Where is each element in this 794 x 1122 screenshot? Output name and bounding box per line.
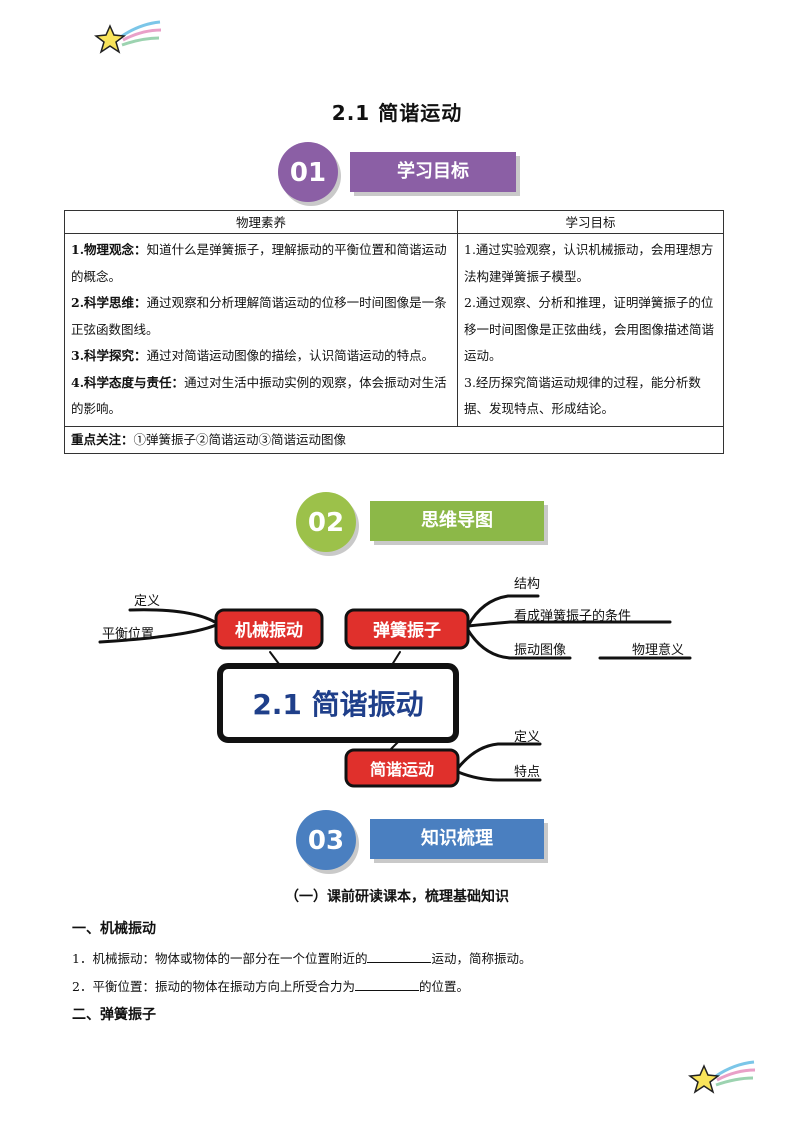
section-label: 思维导图: [370, 501, 544, 541]
section-number-circle: [296, 492, 356, 552]
section-number-circle: [296, 810, 356, 870]
focus-text: ①弹簧振子②简谐运动③简谐运动图像: [133, 431, 347, 447]
mindmap-center-title: 2.1 简谐振动: [252, 688, 423, 721]
mind-map: 2.1 简谐振动 机械振动 弹簧振子 简谐运动 定义 平衡位置 结构 看成弹簧振…: [98, 577, 692, 788]
literacy-item: 4.科学态度与责任：通过对生活中振动实例的观察，体会振动对生活的影响。: [71, 374, 447, 417]
knowledge-section-title: （一）课前研读课本，梳理基础知识: [285, 889, 509, 905]
goals-cell: 1.通过实验观察，认识机械振动，会用理想方法构建弹簧振子模型。 2.通过观察、分…: [457, 233, 724, 427]
section-label: 知识梳理: [370, 819, 544, 859]
heading-spring-oscillator: 二、弹簧振子: [72, 1007, 156, 1023]
leaf-definition-2: 定义: [514, 730, 540, 745]
node-box-harmonic: [344, 748, 460, 788]
literacy-item: 3.科学探究：通过对简谐运动图像的描绘，认识简谐运动的特点。: [71, 348, 435, 363]
literacy-item: 1.物理观念：知道什么是弹簧振子，理解振动的平衡位置和简谐运动的概念。: [71, 242, 447, 284]
section-number: 01: [289, 158, 327, 188]
section-label: 学习目标: [350, 152, 516, 192]
leaf-vibration-graph: 振动图像: [514, 643, 566, 658]
fill-blank[interactable]: [354, 978, 419, 991]
literacy-cell: 1.物理观念：知道什么是弹簧振子，理解振动的平衡位置和简谐运动的概念。 2.科学…: [64, 233, 458, 427]
node-box-spring: [344, 608, 470, 650]
page-title: 2.1 简谐运动: [331, 101, 463, 125]
leaf-equilibrium: 平衡位置: [102, 627, 154, 642]
table-header-literacy: 物理素养: [64, 210, 458, 234]
leaf-definition-1: 定义: [134, 594, 160, 609]
node-spring-oscillator: 弹簧振子: [373, 620, 441, 641]
focus-label: 重点关注：: [71, 431, 134, 447]
section-number: 02: [307, 508, 345, 538]
fill-blank[interactable]: [367, 950, 432, 963]
star-decoration-icon: [94, 20, 162, 54]
leaf-condition: 看成弹簧振子的条件: [514, 608, 631, 624]
goal-item: 2.通过观察、分析和推理，证明弹簧振子的位移一时间图像是正弦曲线，会用图像描述简…: [464, 295, 715, 363]
knowledge-item-2: 2．平衡位置：振动的物体在振动方向上所受合力为的位置。: [72, 978, 469, 994]
star-decoration-icon: [688, 1060, 756, 1094]
heading-mechanical-vibration: 一、机械振动: [72, 921, 156, 937]
goal-item: 1.通过实验观察，认识机械振动，会用理想方法构建弹簧振子模型。: [464, 242, 714, 284]
leaf-physical-meaning: 物理意义: [632, 642, 684, 658]
leaf-structure: 结构: [514, 577, 540, 592]
goal-item: 3.经历探究简谐运动规律的过程，能分析数据、发现特点、形成结论。: [464, 374, 701, 417]
node-simple-harmonic: 简谐运动: [370, 760, 434, 779]
focus-row: 重点关注：①弹簧振子②简谐运动③简谐运动图像: [64, 425, 724, 454]
node-mechanical-vibration: 机械振动: [235, 620, 303, 641]
learning-goals-table: 物理素养 学习目标 1.物理观念：知道什么是弹簧振子，理解振动的平衡位置和简谐运…: [64, 210, 724, 454]
section-number: 03: [307, 826, 345, 856]
knowledge-item-1: 1．机械振动：物体或物体的一部分在一个位置附近的运动，简称振动。: [72, 950, 532, 966]
literacy-item: 2.科学思维：通过观察和分析理解简谐运动的位移一时间图像是一条正弦函数图线。: [71, 295, 447, 337]
leaf-feature: 特点: [514, 765, 540, 780]
node-box-mechanical: [214, 608, 324, 650]
table-header-goals: 学习目标: [457, 210, 724, 234]
section-number-circle: [278, 142, 338, 202]
